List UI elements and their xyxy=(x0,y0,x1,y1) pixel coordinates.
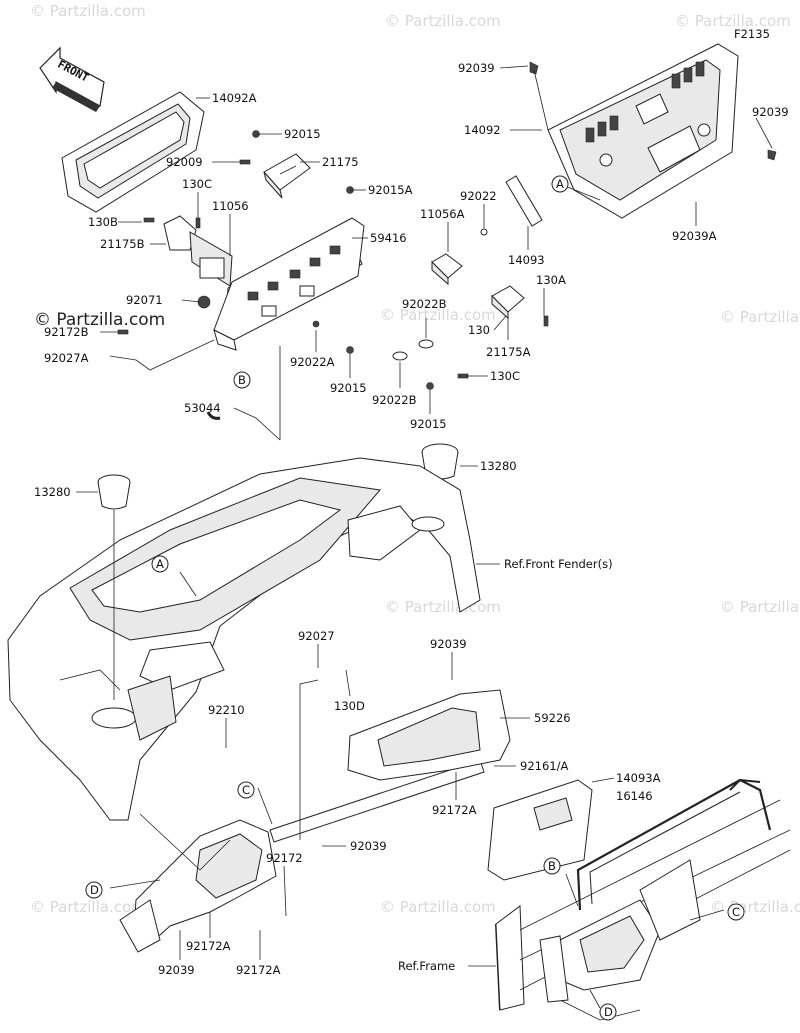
ref-marker-c: C xyxy=(727,903,745,921)
watermark: © Partzilla.com xyxy=(30,2,146,20)
ref-marker-d: D xyxy=(599,1003,617,1021)
callout-92039: 92039 xyxy=(430,637,467,651)
callout-21175b: 21175B xyxy=(100,237,145,251)
callout-14093: 14093 xyxy=(508,253,545,267)
callout-92022b: 92022B xyxy=(402,297,447,311)
callout-59226: 59226 xyxy=(534,711,571,725)
callout-92172a: 92172A xyxy=(186,939,231,953)
callout-130b: 130B xyxy=(88,215,118,229)
relay-bracket-21175b xyxy=(163,215,233,287)
watermark: © Partzilla.com xyxy=(385,598,501,616)
callout-92015: 92015 xyxy=(410,417,447,431)
svg-text:C: C xyxy=(242,783,250,797)
watermark-layer: © Partzilla.com © Partzilla.com © Partzi… xyxy=(30,2,800,916)
callout-92015a: 92015A xyxy=(368,183,413,197)
callout-130: 130 xyxy=(468,323,490,337)
watermark: © Partzilla.com xyxy=(30,898,146,916)
callout-130a: 130A xyxy=(536,273,566,287)
callout-92210: 92210 xyxy=(208,703,245,717)
callout-92039: 92039 xyxy=(458,61,495,75)
callout-11056a: 11056A xyxy=(420,207,465,221)
callout-92039a: 92039A xyxy=(672,229,717,243)
callout-13280: 13280 xyxy=(34,485,71,499)
meter-bracket xyxy=(213,217,365,351)
callout-ref-frame: Ref.Frame xyxy=(398,959,455,973)
callout-14093a: 14093A xyxy=(616,771,661,785)
callout-92027: 92027 xyxy=(298,629,335,643)
svg-text:A: A xyxy=(556,177,564,191)
callout-92027a: 92027A xyxy=(44,351,89,365)
callout-92172b: 92172B xyxy=(44,325,89,339)
callout-92039: 92039 xyxy=(350,839,387,853)
svg-text:B: B xyxy=(238,373,246,387)
callout-59416: 59416 xyxy=(370,231,407,245)
watermark-dark: © Partzilla.com xyxy=(34,310,165,330)
callout-92071: 92071 xyxy=(126,293,163,307)
callout-11056: 11056 xyxy=(212,199,249,213)
relay-21175 xyxy=(263,153,311,199)
callout-13280: 13280 xyxy=(480,459,517,473)
callout-92015: 92015 xyxy=(330,381,367,395)
meter-cover-frame xyxy=(61,91,205,213)
svg-text:A: A xyxy=(156,557,164,571)
watermark: © Partzilla.com xyxy=(380,306,496,324)
svg-text:D: D xyxy=(604,1005,613,1019)
watermark: © Partzilla.com xyxy=(720,598,800,616)
svg-text:C: C xyxy=(732,905,740,919)
callout-92022a: 92022A xyxy=(290,355,335,369)
bracket-14093 xyxy=(505,175,543,227)
callout-53044: 53044 xyxy=(184,401,221,415)
dash-upper-panel-14092 xyxy=(547,43,739,219)
callout-92172a: 92172A xyxy=(432,803,477,817)
callout-92022: 92022 xyxy=(460,189,497,203)
ref-marker-b: B xyxy=(543,857,561,875)
watermark: © Partzilla.com xyxy=(380,898,496,916)
watermark: © Partzilla.com xyxy=(720,308,800,326)
callout-92015: 92015 xyxy=(284,127,321,141)
dashboard-body xyxy=(7,457,481,821)
vehicle-frame xyxy=(495,778,791,1021)
reference-markers: A B A C D B C D xyxy=(85,175,745,1021)
ref-marker-d: D xyxy=(85,881,103,899)
callout-ref-front-fender: Ref.Front Fender(s) xyxy=(504,557,613,571)
ref-marker-b: B xyxy=(233,371,251,389)
callout-130d: 130D xyxy=(334,699,365,713)
callout-130c: 130C xyxy=(490,369,520,383)
figure-code: F2135 xyxy=(734,27,770,41)
ref-marker-a: A xyxy=(151,555,169,573)
callout-92172a: 92172A xyxy=(236,963,281,977)
glove-box-59226 xyxy=(269,689,511,843)
callout-21175: 21175 xyxy=(322,155,359,169)
callout-labels: F2135 14092A 92015 92009 21175 130C 1105… xyxy=(34,27,789,977)
watermark: © Partzilla.com xyxy=(675,12,791,30)
lower-left-panel xyxy=(119,819,277,953)
cup-holder-left xyxy=(97,474,131,510)
svg-text:B: B xyxy=(548,859,556,873)
callout-14092a: 14092A xyxy=(212,91,257,105)
callout-14092: 14092 xyxy=(464,123,501,137)
callout-92039: 92039 xyxy=(752,105,789,119)
watermark: © Partzilla.com xyxy=(710,898,800,916)
callout-92009: 92009 xyxy=(166,155,203,169)
fasteners xyxy=(117,61,777,420)
glove-box-lid-14093a xyxy=(487,779,593,881)
callout-16146: 16146 xyxy=(616,789,653,803)
watermark: © Partzilla.com xyxy=(385,12,501,30)
callout-21175a: 21175A xyxy=(486,345,531,359)
ref-marker-c: C xyxy=(237,781,255,799)
switch-11056a xyxy=(431,253,463,286)
ref-marker-a: A xyxy=(551,175,569,193)
front-arrow: FRONT xyxy=(39,46,105,112)
callout-92161a: 92161/A xyxy=(520,759,568,773)
switch-21175a xyxy=(491,285,525,320)
callout-92039: 92039 xyxy=(158,963,195,977)
svg-text:D: D xyxy=(90,883,99,897)
callout-92172: 92172 xyxy=(266,851,303,865)
callout-92022b: 92022B xyxy=(372,393,417,407)
callout-130c: 130C xyxy=(182,177,212,191)
leader-lines xyxy=(76,65,773,1009)
